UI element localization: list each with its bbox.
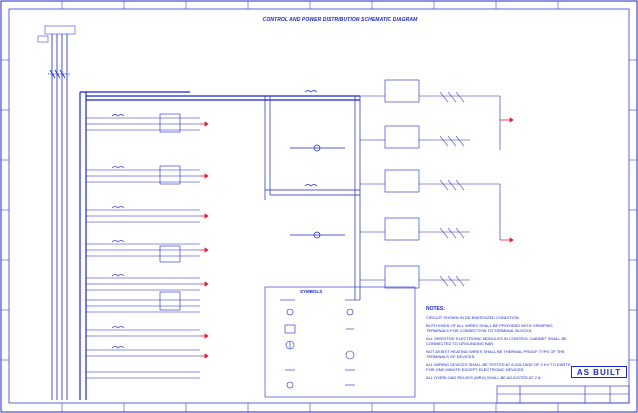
notes-block: NOTES: CIRCUIT SHOWN IN DE-ENERGIZED CON… — [426, 306, 574, 383]
note-item: NOT ASSIST HEATING WIRES SHALL BE THERMA… — [426, 349, 565, 360]
drawing-title: CONTROL AND POWER DISTRIBUTION SCHEMATIC… — [262, 17, 418, 23]
note-item: ALL SENSITIVE ELECTRONIC MODULES IN CONT… — [426, 336, 567, 347]
note-item: ALL WIRING DEVICES SHALL BE TESTED AT A … — [426, 362, 571, 373]
symbols-legend-title: SYMBOLS — [300, 289, 323, 294]
note-item: CIRCUIT SHOWN IN DE-ENERGIZED CONDITION. — [426, 315, 520, 321]
note-item: BOTH ENDS OF ALL WIRES SHALL BE PROVIDED… — [426, 323, 553, 334]
notes-title: NOTES: — [426, 306, 445, 312]
as-built-stamp: AS BUILT — [571, 366, 627, 378]
note-item: ALL OVERLOAD RELAYS (MRU) SHALL BE ADJUS… — [426, 375, 542, 381]
